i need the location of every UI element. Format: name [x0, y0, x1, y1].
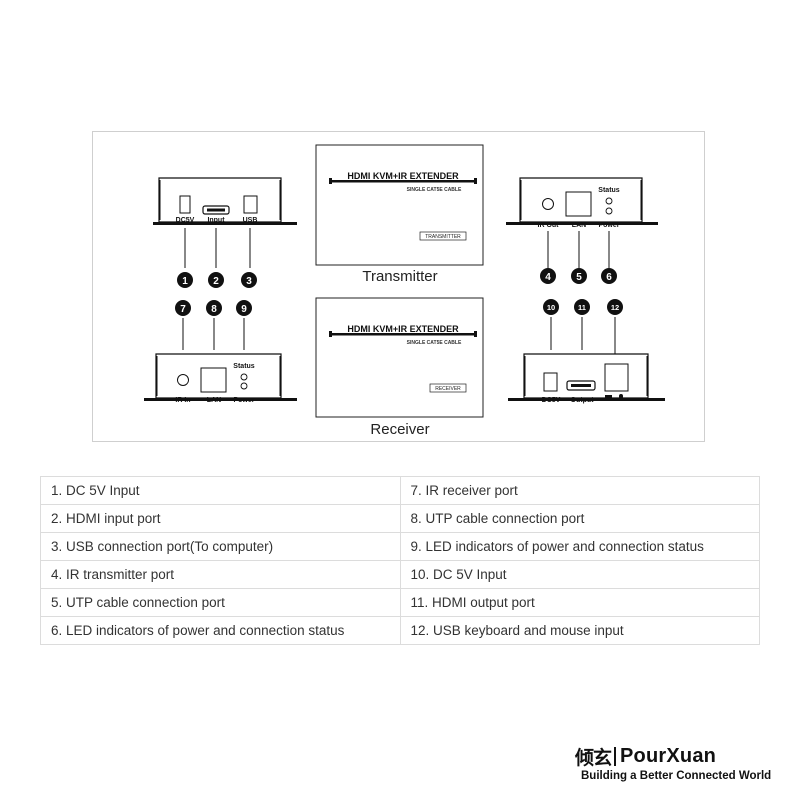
status-led-icon [240, 373, 248, 381]
receiver-back-port-label: DC5V [542, 397, 561, 404]
callout-5: 5 [571, 268, 587, 284]
usb-keyboard-mouse-port-icon [604, 363, 629, 392]
brand-divider [614, 746, 617, 766]
receiver-device: HDMI KVM+IR EXTENDER SINGLE CAT5E CABLE … [315, 297, 484, 418]
legend-row: 4. IR transmitter port 10. DC 5V Input [40, 560, 760, 589]
legend-item: 11. HDMI output port [399, 588, 760, 617]
receiver-front-panel: Status IR In LAN Power [144, 353, 297, 404]
svg-text:10: 10 [547, 303, 555, 312]
legend-item: 2. HDMI input port [40, 504, 401, 533]
svg-text:6: 6 [606, 272, 612, 283]
callout-8: 8 [206, 300, 222, 316]
svg-text:8: 8 [211, 304, 217, 315]
svg-text:1: 1 [182, 276, 188, 287]
transmitter-front-port-label: DC5V [176, 217, 195, 224]
svg-text:4: 4 [545, 272, 551, 283]
legend-row: 6. LED indicators of power and connectio… [40, 616, 760, 645]
power-led-icon [240, 382, 248, 390]
receiver-back-panel: DC5V Output [508, 353, 665, 404]
receiver-front-port-label: LAN [207, 397, 221, 404]
transmitter-back-port-label: Power [598, 222, 619, 229]
transmitter-front-panel: DC5V Input USB [153, 177, 297, 225]
callout-9: 9 [236, 300, 252, 316]
legend-item: 12. USB keyboard and mouse input [399, 616, 760, 645]
brand-logo: 倾玄 PourXuan Building a Better Connected … [575, 745, 785, 785]
receiver-device-title: HDMI KVM+IR EXTENDER [347, 324, 459, 334]
keyboard-icon [605, 395, 612, 399]
transmitter-device-subtitle: SINGLE CAT5E CABLE [407, 187, 462, 193]
svg-text:9: 9 [241, 304, 247, 315]
mouse-icon [619, 394, 623, 399]
lan-port-icon [200, 367, 227, 393]
receiver-device-subtitle: SINGLE CAT5E CABLE [407, 340, 462, 346]
dc5v-port-icon [179, 195, 191, 214]
receiver-status-label: Status [233, 363, 255, 370]
transmitter-device: HDMI KVM+IR EXTENDER SINGLE CAT5E CABLE … [315, 144, 484, 266]
transmitter-back-panel: Status IR Out LAN Power [506, 177, 658, 229]
callout-11: 11 [574, 299, 590, 315]
transmitter-status-label: Status [598, 187, 620, 194]
brand-tagline: Building a Better Connected World [581, 770, 772, 782]
ir-out-port-icon [542, 198, 554, 210]
legend-item: 9. LED indicators of power and connectio… [399, 532, 760, 561]
transmitter-caption: Transmitter [362, 268, 437, 285]
transmitter-back-port-label: LAN [572, 222, 586, 229]
transmitter-device-tag: TRANSMITTER [425, 234, 461, 240]
legend-row: 5. UTP cable connection port 11. HDMI ou… [40, 588, 760, 617]
callout-7: 7 [175, 300, 191, 316]
receiver-back-port-label: Output [571, 397, 595, 404]
status-led-icon [605, 197, 613, 205]
svg-text:12: 12 [611, 303, 619, 312]
receiver-device-tag: RECEIVER [435, 386, 461, 392]
brand-name-chinese: 倾玄 [575, 746, 612, 769]
svg-text:5: 5 [576, 272, 582, 283]
legend-item: 5. UTP cable connection port [40, 588, 401, 617]
callout-1: 1 [177, 272, 193, 288]
svg-text:7: 7 [180, 304, 186, 315]
brand-name: PourXuan [620, 744, 717, 767]
power-led-icon [605, 207, 613, 215]
usb-port-icon [243, 195, 258, 214]
legend-table: 1. DC 5V Input 7. IR receiver port 2. HD… [40, 476, 760, 645]
callout-10: 10 [543, 299, 559, 315]
brand-logo-row: 倾玄 PourXuan [575, 744, 785, 769]
connection-diagram: DC5V Input USB 1 2 3 HDMI KVM+IR EXTENDE… [92, 131, 705, 442]
svg-text:11: 11 [578, 303, 586, 312]
callout-4: 4 [540, 268, 556, 284]
transmitter-front-port-label: USB [243, 217, 258, 224]
legend-item: 1. DC 5V Input [40, 476, 401, 505]
transmitter-device-title: HDMI KVM+IR EXTENDER [347, 171, 459, 181]
dc5v-port-icon [543, 372, 558, 392]
legend-item: 4. IR transmitter port [40, 560, 401, 589]
legend-row: 2. HDMI input port 8. UTP cable connecti… [40, 504, 760, 533]
legend-item: 8. UTP cable connection port [399, 504, 760, 533]
ir-in-port-icon [177, 374, 189, 386]
legend-row: 3. USB connection port(To computer) 9. L… [40, 532, 760, 561]
callout-6: 6 [601, 268, 617, 284]
callout-2: 2 [208, 272, 224, 288]
legend-item: 3. USB connection port(To computer) [40, 532, 401, 561]
svg-text:3: 3 [246, 276, 252, 287]
legend-item: 7. IR receiver port [399, 476, 760, 505]
transmitter-front-port-label: Input [207, 217, 225, 224]
receiver-front-port-label: Power [233, 397, 254, 404]
receiver-caption: Receiver [370, 421, 429, 438]
svg-text:2: 2 [213, 276, 219, 287]
transmitter-back-port-label: IR Out [538, 222, 560, 229]
callout-12: 12 [607, 299, 623, 315]
legend-item: 6. LED indicators of power and connectio… [40, 616, 401, 645]
legend-row: 1. DC 5V Input 7. IR receiver port [40, 476, 760, 505]
callout-3: 3 [241, 272, 257, 288]
lan-port-icon [565, 191, 592, 217]
diagram-canvas: DC5V Input USB 1 2 3 HDMI KVM+IR EXTENDE… [144, 144, 665, 438]
legend-item: 10. DC 5V Input [399, 560, 760, 589]
receiver-front-port-label: IR In [175, 397, 190, 404]
